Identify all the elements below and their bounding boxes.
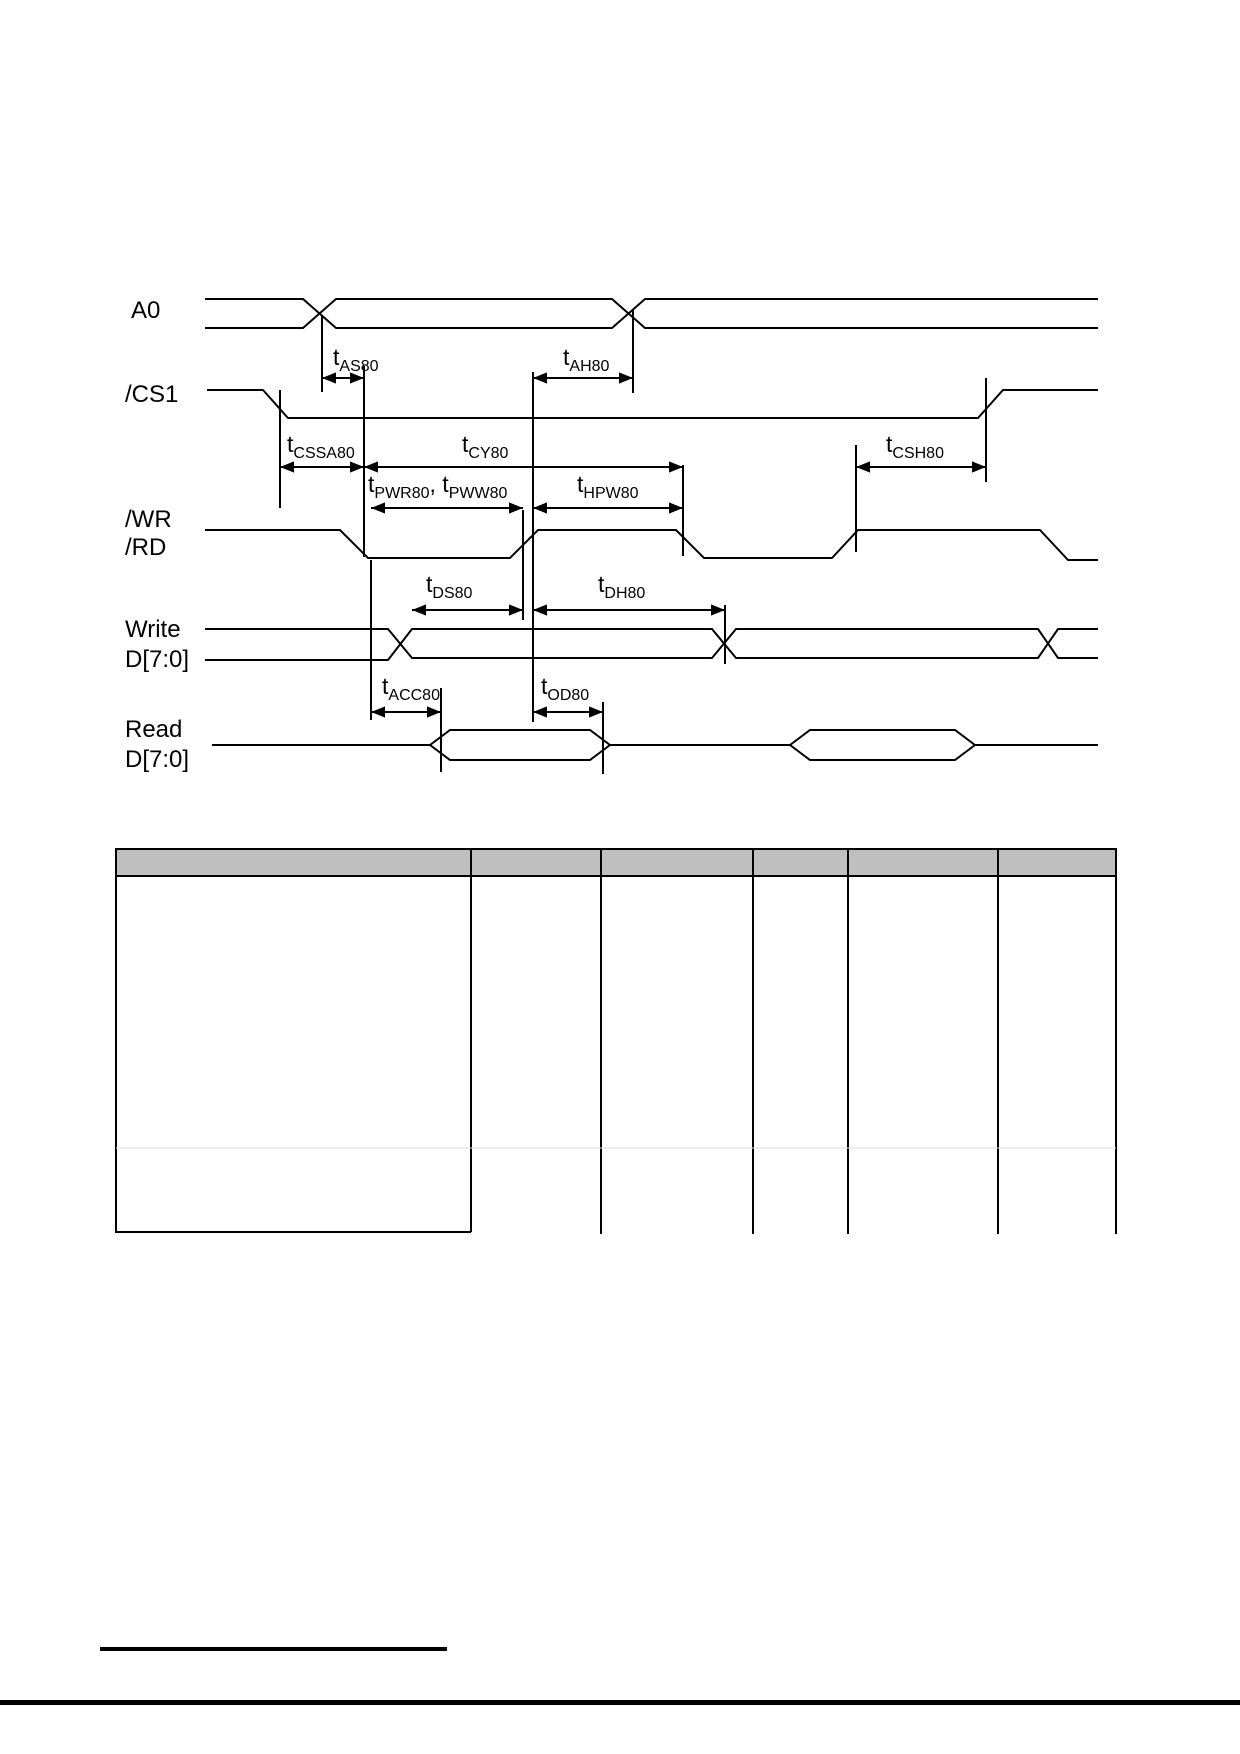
signal-label-cs1: /CS1 bbox=[125, 381, 178, 408]
label-tcy80: tCY80 bbox=[462, 431, 509, 462]
wr-rd-waveform bbox=[205, 529, 1098, 561]
label-tcssa80: tCSSA80 bbox=[287, 431, 355, 462]
label-tds80: tDS80 bbox=[426, 571, 473, 602]
signal-label-read: Read bbox=[125, 716, 182, 743]
signal-label-wr: /WR bbox=[125, 506, 172, 533]
label-thpw80: tHPW80 bbox=[577, 471, 639, 502]
signal-label-read-data: D[7:0] bbox=[125, 746, 189, 773]
table-header-row bbox=[115, 848, 1117, 877]
a0-waveform bbox=[205, 298, 1098, 329]
signal-label-rd: /RD bbox=[125, 534, 166, 561]
signal-label-write-data: D[7:0] bbox=[125, 646, 189, 673]
label-tdh80: tDH80 bbox=[598, 571, 645, 602]
read-data-waveform bbox=[212, 729, 1098, 761]
label-tacc80: tACC80 bbox=[382, 673, 440, 704]
page-bottom-rule bbox=[0, 1700, 1240, 1705]
write-data-waveform bbox=[205, 628, 1098, 661]
signal-label-write: Write bbox=[125, 616, 181, 643]
timing-table bbox=[115, 848, 1117, 1234]
table-outer-left bbox=[115, 849, 471, 1233]
label-tas80: tAS80 bbox=[333, 344, 379, 375]
signal-label-a0: A0 bbox=[131, 297, 160, 324]
label-tah80: tAH80 bbox=[563, 344, 610, 375]
cs1-waveform bbox=[207, 389, 1098, 419]
table-column-dividers bbox=[470, 849, 1117, 1234]
label-tpwr80-tpww80: tPWR80, tPWW80 bbox=[368, 471, 507, 502]
reference-lines bbox=[279, 310, 987, 774]
label-tod80: tOD80 bbox=[541, 673, 589, 704]
footnote-rule bbox=[100, 1647, 447, 1651]
label-tcsh80: tCSH80 bbox=[886, 431, 944, 462]
